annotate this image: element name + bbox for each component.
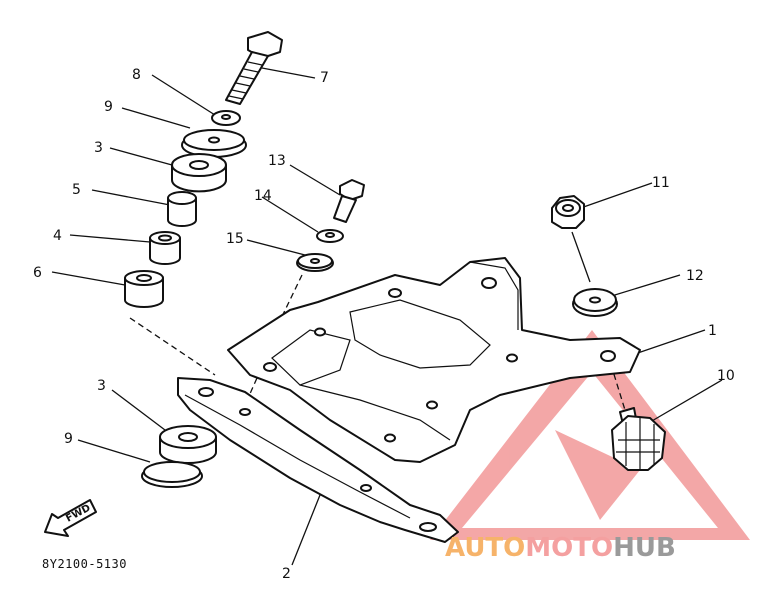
washer-part-12	[572, 288, 618, 317]
washer-part-9-top	[181, 129, 247, 158]
callout-9b: 9	[64, 431, 73, 447]
callout-15: 15	[226, 231, 244, 247]
callout-3a: 3	[94, 140, 103, 156]
callout-12: 12	[686, 268, 704, 284]
callout-9a: 9	[104, 99, 113, 115]
fwd-arrow-icon	[44, 499, 97, 537]
callout-3b: 3	[97, 378, 106, 394]
watermark-text-moto: MOTO	[525, 533, 613, 563]
callout-13: 13	[268, 153, 286, 169]
washer-part-15	[296, 253, 334, 272]
callout-8: 8	[132, 67, 141, 83]
collar-part-6	[124, 270, 164, 308]
callout-5: 5	[72, 182, 81, 198]
nut-part-11	[551, 195, 585, 229]
washer-part-14	[316, 229, 344, 243]
bolt-part-13	[333, 179, 365, 223]
callout-4: 4	[53, 228, 62, 244]
cushion-part-3-bottom	[159, 425, 217, 464]
callout-6: 6	[33, 265, 42, 281]
watermark-text-hub: HUB	[613, 533, 676, 563]
watermark-wordmark: AUTOMOTOHUB	[445, 533, 676, 563]
callout-10: 10	[717, 368, 735, 384]
washer-part-8	[211, 110, 241, 126]
cushion-part-3-top	[171, 153, 227, 193]
callout-11: 11	[652, 175, 670, 191]
drawing-code: 8Y2100-5130	[42, 557, 127, 571]
callout-1: 1	[708, 323, 717, 339]
callout-labels: 1 2 3 3 4 5 6 7 8 9 9 10 11 12 13 14 15	[33, 67, 735, 582]
leader-lines	[51, 67, 723, 566]
collar-part-5	[167, 191, 197, 227]
collar-part-4	[149, 231, 181, 265]
watermark-text: AUTOMOTOHUB	[445, 533, 676, 563]
washer-part-9-bottom	[141, 461, 203, 488]
callout-7: 7	[320, 70, 329, 86]
watermark-text-auto: AUTO	[445, 533, 525, 563]
rail-part-2	[177, 377, 459, 543]
bracket-part-1	[227, 257, 641, 463]
callout-14: 14	[254, 188, 272, 204]
forward-direction-arrow: FWD	[44, 499, 97, 537]
callout-2: 2	[282, 566, 291, 582]
bolt-part-7	[225, 31, 283, 105]
clamp-part-10	[611, 407, 666, 471]
